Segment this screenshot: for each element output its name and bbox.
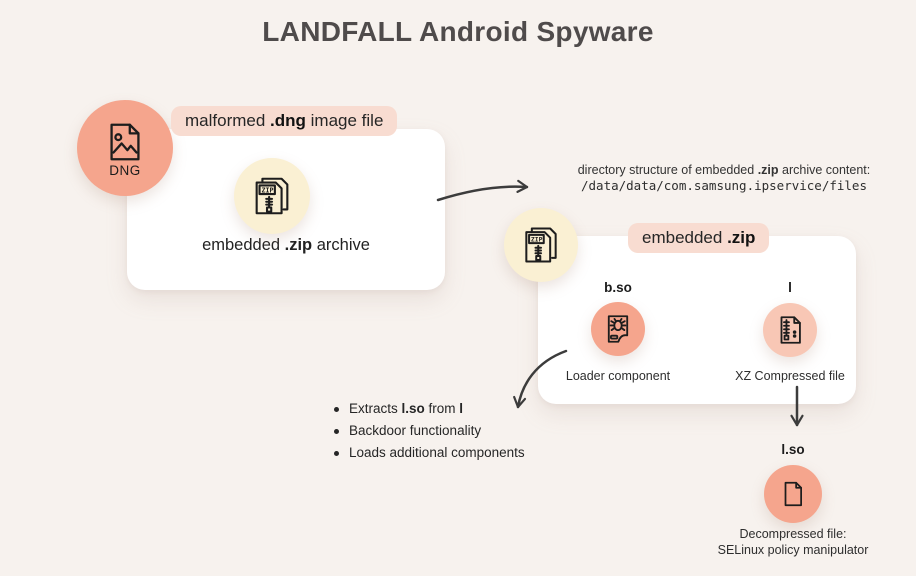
bullet-dot	[334, 428, 339, 434]
bso-node	[591, 302, 645, 356]
caption-text: archive	[312, 236, 370, 254]
lso-caption-line1: Decompressed file:	[739, 527, 847, 541]
dng-node: DNG	[77, 100, 173, 196]
compressed-file-icon	[773, 313, 807, 347]
pill-text: embedded	[642, 228, 728, 247]
zip-content-path: /data/data/com.samsung.ipservice/files	[581, 178, 867, 193]
l-filename: l	[788, 280, 792, 295]
pill-text: malformed	[185, 111, 271, 130]
loader-capabilities-list: Extracts l.so from l Backdoor functional…	[334, 398, 525, 464]
lso-filename: l.so	[781, 442, 805, 457]
svg-text:ZIP: ZIP	[531, 236, 543, 244]
malformed-dng-pill: malformed .dng image file	[171, 106, 398, 136]
embedded-zip-archive-caption: embedded .zip archive	[127, 236, 445, 255]
lso-caption: Decompressed file: SELinux policy manipu…	[713, 526, 873, 558]
note-text: directory structure of embedded	[577, 163, 758, 177]
page-title: LANDFALL Android Spyware	[262, 16, 654, 47]
embedded-zip-node: ZIP	[234, 158, 310, 234]
dng-node-label: DNG	[109, 162, 141, 178]
zip-file-icon: ZIP	[519, 223, 563, 267]
embedded-zip-pill: embedded .zip	[628, 223, 770, 253]
zip-file-icon: ZIP	[249, 173, 295, 219]
bullet-dot	[334, 406, 339, 412]
note-text-bold: .zip	[757, 163, 779, 177]
list-item: Backdoor functionality	[334, 420, 525, 442]
bullet-dot	[334, 450, 339, 456]
arrow-dng-to-note-icon	[436, 179, 529, 202]
list-item: Loads additional components	[334, 442, 525, 464]
directory-structure-note: directory structure of embedded .zip arc…	[538, 162, 910, 194]
zip-archive-node: ZIP	[504, 208, 578, 282]
lso-caption-line2: SELinux policy manipulator	[717, 543, 869, 557]
lso-node	[764, 465, 822, 523]
svg-text:ZIP: ZIP	[261, 187, 273, 195]
image-file-icon	[102, 119, 148, 165]
l-node	[763, 303, 817, 357]
malware-file-icon	[601, 312, 635, 346]
note-text: archive content:	[778, 163, 871, 177]
pill-text-bold: .dng	[270, 111, 306, 130]
bso-filename: b.so	[604, 280, 632, 295]
directory-structure-line: directory structure of embedded .zip arc…	[538, 162, 910, 178]
bso-caption: Loader component	[565, 369, 671, 383]
caption-text-bold: .zip	[284, 236, 313, 254]
pill-text: image file	[305, 111, 384, 130]
caption-text: embedded	[202, 236, 285, 254]
list-item: Extracts l.so from l	[334, 398, 525, 420]
pill-text-bold: .zip	[727, 228, 756, 247]
file-icon	[778, 479, 808, 509]
l-caption: XZ Compressed file	[735, 369, 845, 383]
